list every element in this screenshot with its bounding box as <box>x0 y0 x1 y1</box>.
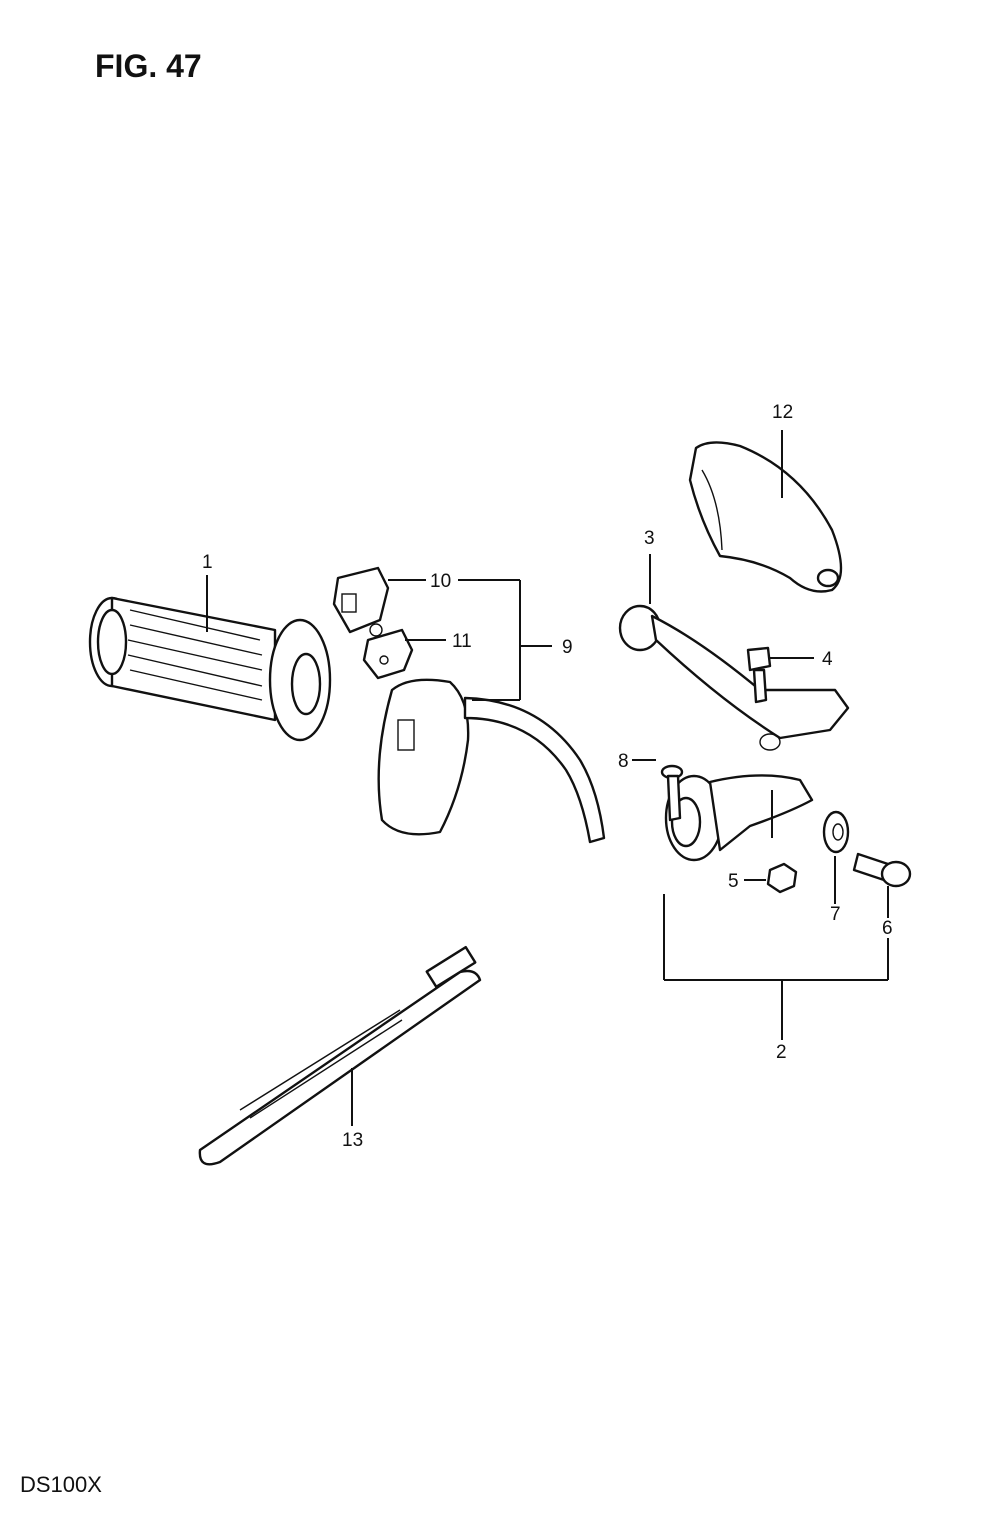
part-bolt <box>852 852 912 888</box>
callout-4: 4 <box>822 649 833 670</box>
leader-lines <box>206 430 889 1126</box>
callout-7: 7 <box>830 904 841 925</box>
callout-8: 8 <box>618 751 629 772</box>
callout-2: 2 <box>776 1042 787 1063</box>
part-pivot-bolt <box>746 646 772 704</box>
callout-6: 6 <box>882 918 893 939</box>
callout-labels: 1 2 3 4 5 6 7 8 9 10 11 12 13 <box>202 402 893 1151</box>
part-lever <box>618 604 850 740</box>
part-small-bracket <box>362 623 414 680</box>
part-switch-housing <box>377 678 606 844</box>
part-switch-piece <box>332 566 390 634</box>
part-cable-tie <box>198 945 482 1166</box>
figure-title: FIG. 47 <box>95 48 202 84</box>
part-screw <box>660 764 684 822</box>
callout-1: 1 <box>202 552 213 573</box>
callout-12: 12 <box>772 402 793 423</box>
part-lever-holder <box>664 733 814 862</box>
part-nut <box>766 862 798 894</box>
callout-11: 11 <box>452 631 472 652</box>
part-lever-cover <box>688 441 843 593</box>
callout-13: 13 <box>342 1130 363 1151</box>
part-washer <box>822 810 850 854</box>
callout-5: 5 <box>728 871 739 892</box>
model-code: DS100X <box>20 1472 102 1497</box>
callout-10: 10 <box>430 571 451 592</box>
callout-9: 9 <box>562 637 573 658</box>
callout-3: 3 <box>644 528 655 549</box>
part-grip <box>88 596 332 742</box>
